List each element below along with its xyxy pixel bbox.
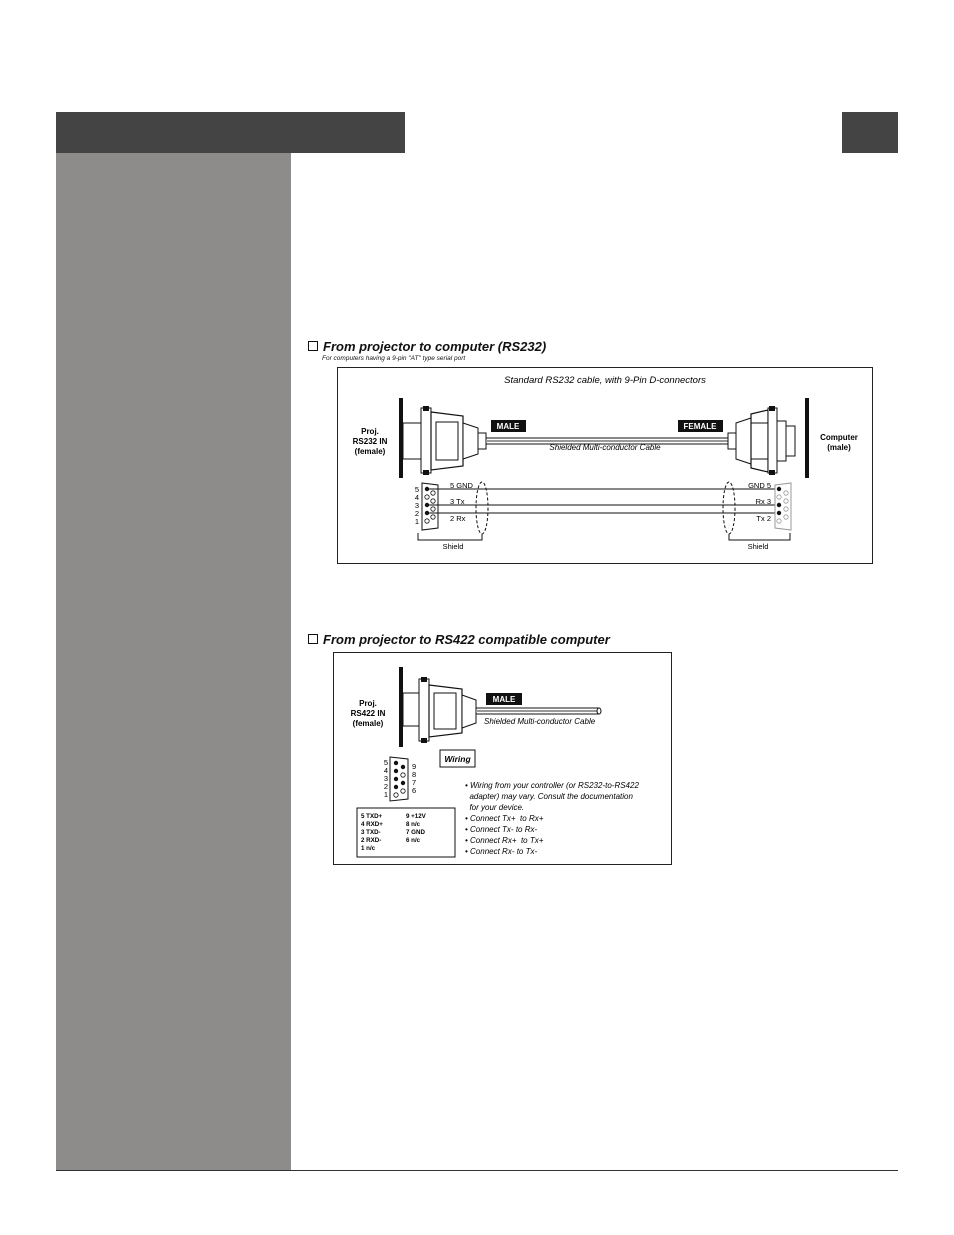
right-connector-icon xyxy=(727,406,796,475)
rs422-pin-2: 2 xyxy=(384,782,388,791)
female-tag-bg xyxy=(678,420,723,432)
wiring-note-6: • Connect Rx+ to Tx+ xyxy=(465,836,544,845)
rs422-diagram: Proj. RS422 IN (female) MALE Shielded Mu… xyxy=(333,652,672,865)
checkbox-bullet-icon xyxy=(308,341,318,351)
pin-num-2: 2 xyxy=(415,509,419,518)
rs232-diagram-svg: Standard RS232 cable, with 9-Pin D-conne… xyxy=(353,375,858,551)
header-tab xyxy=(842,112,898,153)
rs422-male-tag-bg xyxy=(486,693,522,705)
wire-label-rx-right: Rx 3 xyxy=(756,497,771,506)
wire-label-gnd-left: 5 GND xyxy=(450,481,474,490)
rs422-pin-7: 7 xyxy=(412,778,416,787)
proj-label-line1: Proj. xyxy=(361,427,379,436)
rs232-wires xyxy=(427,488,779,514)
left-pin-face-icon xyxy=(421,482,439,531)
shield-left-label: Shield xyxy=(443,542,464,551)
wire-label-rx-left: 2 Rx xyxy=(450,514,466,523)
rs232-heading-text: From projector to computer (RS232) xyxy=(323,339,547,354)
wire-label-tx-left: 3 Tx xyxy=(450,497,465,506)
rs422-pin-8: 8 xyxy=(412,770,416,779)
rs422-proj-label-line2: RS422 IN xyxy=(351,709,386,718)
left-connector-icon xyxy=(402,406,487,475)
right-panel-wall xyxy=(805,398,809,478)
wiring-note-5: • Connect Tx- to Rx- xyxy=(465,825,537,834)
rs422-pin-9: 9 xyxy=(412,762,416,771)
wiring-tag-box xyxy=(439,749,476,768)
shield-right-ellipse xyxy=(722,481,736,535)
wire-label-tx-right: Tx 2 xyxy=(756,514,771,523)
rs422-pin-5: 5 xyxy=(384,758,388,767)
pinout-right-9: 9 +12V xyxy=(406,813,427,820)
shield-left-ellipse xyxy=(475,481,489,535)
rs232-caption: Standard RS232 cable, with 9-Pin D-conne… xyxy=(504,375,706,386)
rs422-connector-icon xyxy=(402,677,477,743)
rs422-pin-1: 1 xyxy=(384,790,388,799)
rs422-panel-wall xyxy=(399,667,403,747)
pinout-right-8: 8 n/c xyxy=(406,821,421,828)
pin-num-1: 1 xyxy=(415,517,419,526)
wiring-tag: Wiring xyxy=(444,754,471,764)
right-pin-face-icon xyxy=(774,482,792,531)
rs422-pin-6: 6 xyxy=(412,786,416,795)
checkbox-bullet-icon xyxy=(308,634,318,644)
pinout-left-5: 5 TXD+ xyxy=(361,813,383,820)
wiring-note-7: • Connect Rx- to Tx- xyxy=(465,847,537,856)
footer-rule xyxy=(56,1170,898,1171)
female-tag: FEMALE xyxy=(684,422,718,431)
pinout-left-4: 4 RXD+ xyxy=(361,821,383,828)
rs422-proj-label-line3: (female) xyxy=(353,719,384,728)
computer-label-line2: (male) xyxy=(827,443,851,452)
rs422-cable-label: Shielded Multi-conductor Cable xyxy=(484,717,596,726)
wiring-note-3: for your device. xyxy=(465,803,524,812)
wire-label-gnd-right: GND 5 xyxy=(748,481,771,490)
male-tag: MALE xyxy=(497,422,520,431)
wiring-note-4: • Connect Tx+ to Rx+ xyxy=(465,814,544,823)
rs232-heading: From projector to computer (RS232) xyxy=(308,339,546,354)
wiring-note-1: • Wiring from your controller (or RS232-… xyxy=(465,781,639,790)
pin-num-5: 5 xyxy=(415,485,419,494)
sidebar-panel xyxy=(56,153,291,1171)
rs232-cable-label: Shielded Multi-conductor Cable xyxy=(549,443,661,452)
proj-label-line3: (female) xyxy=(355,447,386,456)
wiring-note-2: adapter) may vary. Consult the documenta… xyxy=(465,792,633,801)
rs422-heading: From projector to RS422 compatible compu… xyxy=(308,632,610,647)
rs422-proj-label-line1: Proj. xyxy=(359,699,377,708)
rs422-diagram-svg: Proj. RS422 IN (female) MALE Shielded Mu… xyxy=(351,667,639,858)
male-tag-bg xyxy=(491,420,526,432)
shield-left-bracket xyxy=(417,533,483,541)
rs422-pin-4: 4 xyxy=(384,766,388,775)
rs232-cable xyxy=(486,437,736,445)
proj-label-line2: RS232 IN xyxy=(353,437,388,446)
rs232-diagram: Standard RS232 cable, with 9-Pin D-conne… xyxy=(337,367,873,564)
pinout-left-3: 3 TXD- xyxy=(361,829,381,836)
computer-label-line1: Computer xyxy=(820,433,858,442)
rs422-pin-face-icon xyxy=(389,756,409,802)
pinout-left-1: 1 n/c xyxy=(361,845,376,852)
header-bar xyxy=(56,112,405,153)
rs422-cable xyxy=(476,707,602,715)
shield-right-bracket xyxy=(728,533,791,541)
rs422-heading-text: From projector to RS422 compatible compu… xyxy=(323,632,610,647)
pinout-right-6: 6 n/c xyxy=(406,837,421,844)
pinout-table xyxy=(356,807,456,858)
shield-right-label: Shield xyxy=(748,542,769,551)
pinout-right-7: 7 GND xyxy=(406,829,425,836)
rs422-pin-3: 3 xyxy=(384,774,388,783)
rs422-male-tag: MALE xyxy=(493,695,516,704)
pinout-left-2: 2 RXD- xyxy=(361,837,381,844)
pin-num-4: 4 xyxy=(415,493,419,502)
rs232-note: For computers having a 9-pin "AT" type s… xyxy=(322,355,466,362)
left-panel-wall xyxy=(399,398,403,478)
pin-num-3: 3 xyxy=(415,501,419,510)
